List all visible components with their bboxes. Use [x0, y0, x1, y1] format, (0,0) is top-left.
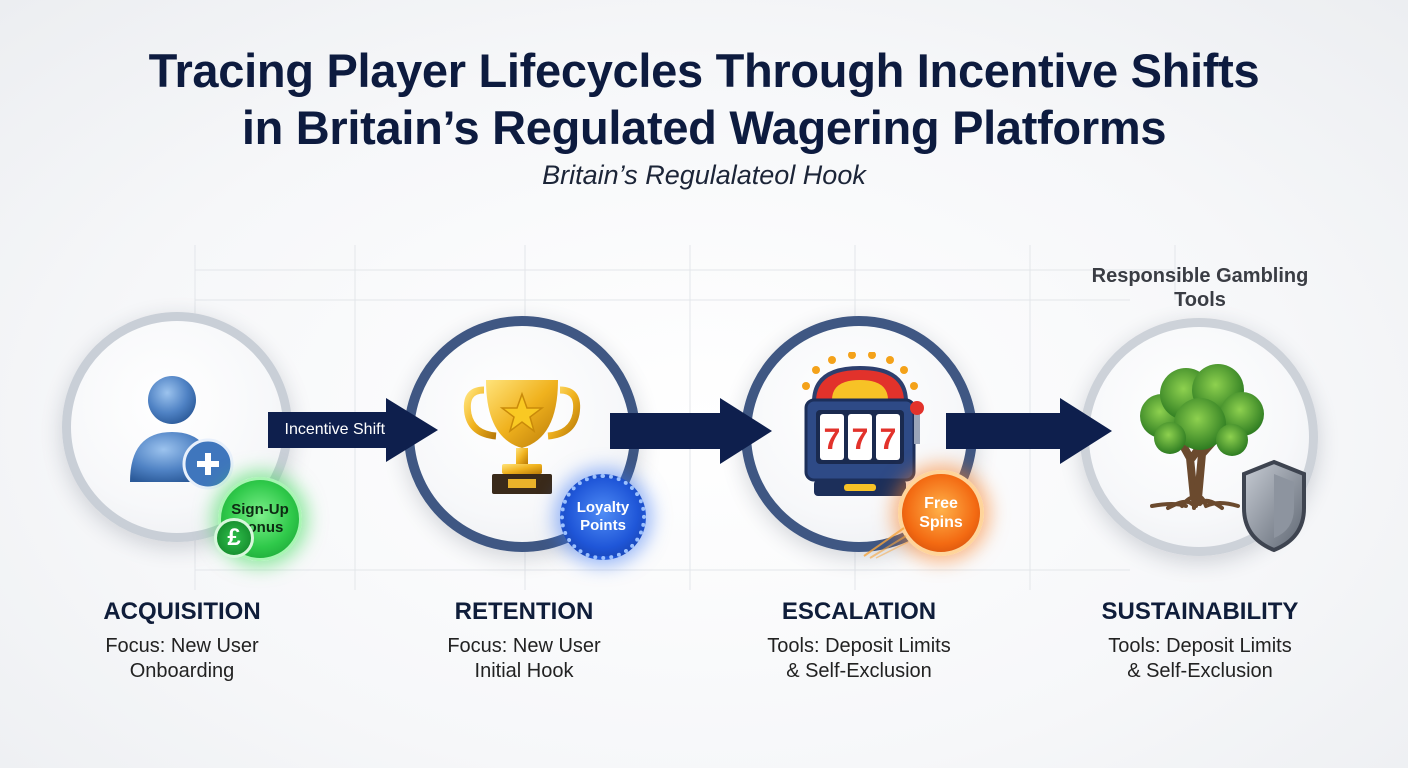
- responsible-tools-label: Responsible Gambling Tools: [1091, 265, 1309, 311]
- stage-title-retention: RETENTION: [454, 598, 594, 625]
- add-user-icon: [130, 376, 234, 490]
- slot-reel-2: 7: [852, 423, 869, 456]
- stage-desc-line: Focus: New User: [447, 635, 601, 657]
- arrow-retention-escalation: [610, 398, 772, 464]
- stage-desc-line: & Self-Exclusion: [786, 660, 932, 682]
- free-spins-badge: Free Spins: [898, 470, 984, 556]
- stage-desc-line: Focus: New User: [105, 635, 259, 657]
- stage-desc-escalation: Tools: Deposit Limits & Self-Exclusion: [729, 634, 989, 684]
- stage-desc-line: Tools: Deposit Limits: [1108, 635, 1292, 657]
- title-line-2: in Britain’s Regulated Wagering Platform…: [241, 101, 1167, 154]
- slot-machine-icon: 7 7 7: [802, 352, 924, 496]
- stage-desc-retention: Focus: New User Initial Hook: [394, 634, 654, 684]
- arrow-acquisition-retention: [386, 398, 438, 462]
- stage-desc-acquisition: Focus: New User Onboarding: [52, 634, 312, 684]
- stage-desc-line: Initial Hook: [474, 660, 574, 682]
- arrow-escalation-sustainability: [946, 398, 1112, 464]
- loyalty-points-badge: Loyalty Points: [560, 474, 646, 560]
- page-title: Tracing Player Lifecycles Through Incent…: [0, 42, 1408, 156]
- slot-reel-3: 7: [880, 423, 897, 456]
- slot-reel-1: 7: [824, 423, 841, 456]
- stage-desc-sustainability: Tools: Deposit Limits & Self-Exclusion: [1070, 634, 1330, 684]
- tree-shield-icon: [1140, 364, 1306, 553]
- stage-title-acquisition: ACQUISITION: [103, 598, 261, 625]
- title-line-1: Tracing Player Lifecycles Through Incent…: [148, 44, 1260, 97]
- subtitle: Britain’s Regulalateol Hook: [542, 160, 866, 190]
- trophy-icon: [463, 380, 581, 494]
- incentive-shift-label: Incentive Shift:: [268, 412, 406, 448]
- stage-desc-line: & Self-Exclusion: [1127, 660, 1273, 682]
- stage-desc-line: Onboarding: [129, 660, 235, 682]
- stage-title-escalation: ESCALATION: [781, 598, 937, 625]
- pound-icon: £: [214, 518, 254, 558]
- stage-title-sustainability: SUSTAINABILITY: [1101, 598, 1299, 625]
- stage-desc-line: Tools: Deposit Limits: [767, 635, 951, 657]
- motion-streaks: [863, 527, 909, 559]
